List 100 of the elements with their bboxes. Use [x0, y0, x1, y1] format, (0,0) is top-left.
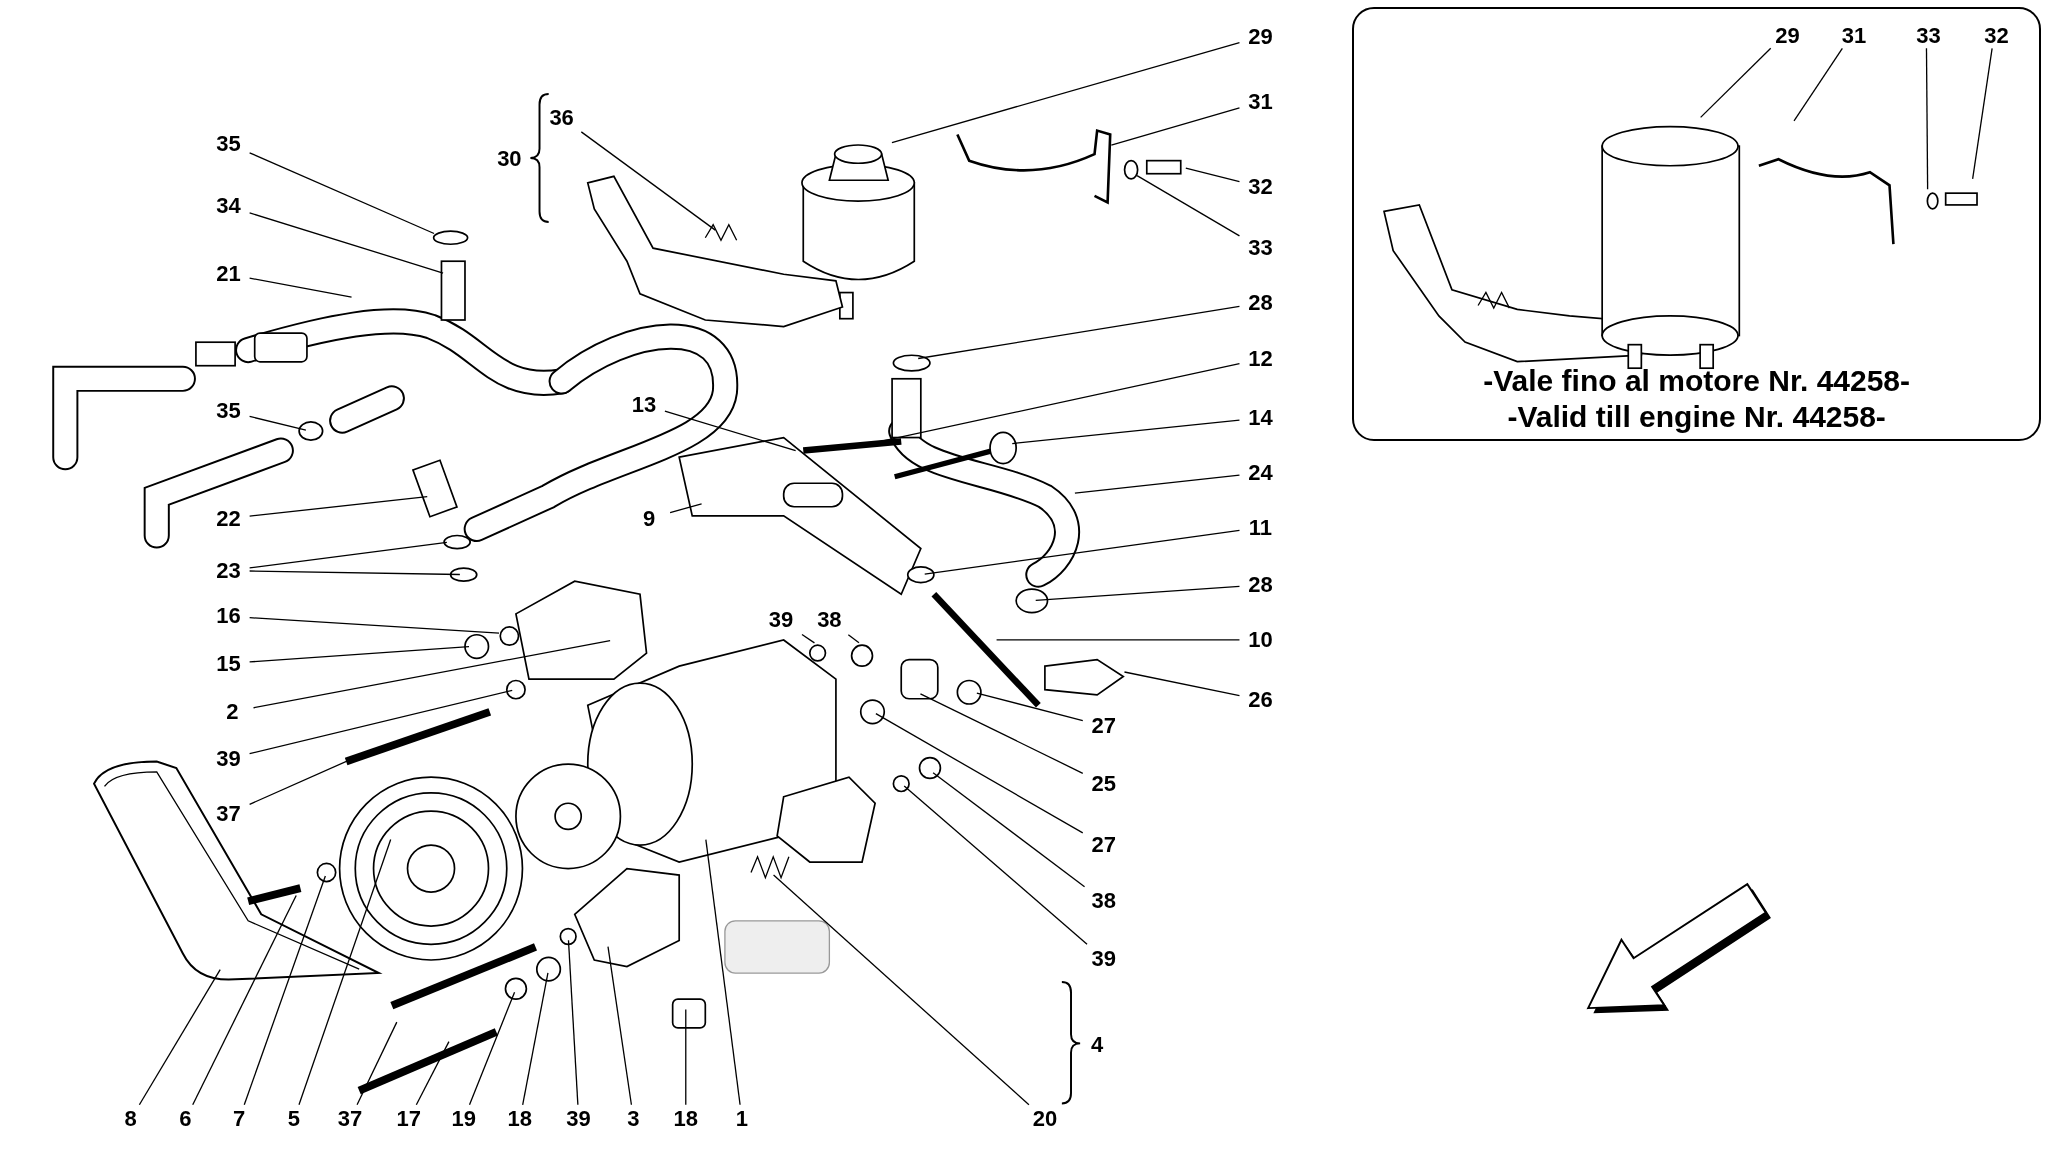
leader-line — [248, 541, 448, 569]
leader-line — [995, 639, 1241, 641]
callout-number: 27 — [1082, 830, 1125, 860]
leader-line — [248, 152, 435, 235]
callout-number: 27 — [1082, 711, 1125, 741]
leader-line — [1123, 671, 1241, 697]
leader-line — [1136, 175, 1241, 237]
callout-number: 31 — [1833, 21, 1875, 51]
callout-number: 36 — [540, 103, 583, 132]
leader-line — [917, 305, 1241, 360]
leader-line — [248, 212, 444, 274]
leader-line — [248, 617, 500, 634]
leader-line — [924, 529, 1241, 575]
leader-line — [1035, 585, 1241, 602]
callout-number: 33 — [1907, 21, 1950, 51]
callout-number: 17 — [387, 1104, 430, 1134]
leader-line — [772, 874, 1030, 1106]
leader-line — [1185, 167, 1241, 183]
callout-number: 18 — [498, 1104, 541, 1134]
leader-line — [243, 875, 326, 1106]
leader-line — [1110, 107, 1241, 146]
callout-number: 32 — [1975, 21, 2018, 51]
leader-line — [138, 969, 221, 1106]
callout-number: 25 — [1082, 769, 1125, 799]
callout-number: 32 — [1239, 172, 1282, 202]
inset-panel — [1351, 6, 2042, 442]
callout-number: 9 — [628, 504, 670, 533]
callout-number: 5 — [272, 1104, 315, 1134]
validity-note: -Valid till engine Nr. 44258- — [1507, 399, 1886, 436]
callout-number: 28 — [1239, 570, 1282, 600]
callout-number: 19 — [442, 1104, 485, 1134]
callout-number: 7 — [218, 1104, 260, 1134]
callout-number: 1 — [720, 1104, 763, 1134]
power-steering-pump-drawing — [52, 129, 1182, 1095]
leader-line — [705, 839, 741, 1106]
leader-line — [567, 939, 579, 1106]
leader-line — [248, 689, 513, 755]
callout-number: 12 — [1239, 344, 1282, 374]
callout-number: 21 — [207, 259, 250, 289]
leader-line — [875, 713, 1084, 834]
callout-number: 29 — [1239, 22, 1282, 51]
callout-number: 22 — [207, 504, 250, 533]
leader-line — [1699, 47, 1772, 119]
callout-number: 38 — [1082, 886, 1125, 916]
leader-line — [248, 570, 461, 576]
callout-number: 18 — [664, 1104, 707, 1134]
leader-line — [298, 838, 392, 1106]
callout-number: 35 — [207, 397, 250, 426]
callout-number: 29 — [1766, 21, 1809, 51]
leader-line — [1972, 47, 1993, 180]
leader-line — [468, 991, 516, 1106]
callout-number: 24 — [1239, 458, 1282, 488]
callout-number: 34 — [207, 192, 250, 221]
leader-line — [976, 692, 1084, 722]
callout-number: 39 — [1082, 944, 1125, 974]
reservoir-drawing — [1382, 125, 1978, 369]
callout-number: 2 — [211, 697, 254, 727]
leader-line — [580, 131, 716, 231]
leader-line — [192, 894, 297, 1106]
leader-line — [891, 41, 1241, 144]
callout-number: 8 — [109, 1104, 152, 1134]
leader-line — [248, 496, 428, 517]
callout-number: 37 — [207, 799, 250, 829]
callout-number: 39 — [557, 1104, 600, 1134]
callout-number: 4 — [1091, 1033, 1104, 1056]
leader-line — [607, 946, 633, 1106]
leader-line — [932, 772, 1086, 888]
leader-line — [415, 1041, 450, 1106]
leader-line — [919, 693, 1084, 774]
leader-line — [356, 1021, 398, 1106]
callout-number: 14 — [1239, 403, 1282, 433]
callout-number: 6 — [164, 1104, 207, 1134]
leader-line — [685, 1008, 687, 1106]
callout-number: 28 — [1239, 288, 1282, 318]
callout-number: 38 — [808, 606, 851, 635]
leader-line — [664, 410, 797, 452]
callout-number: 23 — [207, 556, 250, 586]
callout-number: 39 — [760, 606, 802, 635]
leader-line — [248, 277, 353, 298]
leader-line — [1793, 47, 1843, 122]
callout-number: 26 — [1239, 685, 1282, 715]
callout-number: 30 — [497, 148, 522, 171]
leader-line — [252, 639, 611, 709]
leader-line — [801, 633, 816, 644]
callout-number: 33 — [1239, 233, 1282, 263]
callout-number: 37 — [329, 1104, 371, 1134]
callout-number: 13 — [623, 390, 665, 420]
leader-line — [903, 785, 1088, 945]
leader-line — [669, 503, 703, 514]
leader-line — [1074, 474, 1241, 494]
callout-number: 31 — [1239, 87, 1282, 117]
callout-number: 20 — [1024, 1104, 1066, 1134]
callout-number: 3 — [612, 1104, 655, 1134]
callout-number: 16 — [207, 602, 250, 631]
leader-line — [1925, 47, 1929, 190]
validity-note: -Vale fino al motore Nr. 44258- — [1483, 363, 1911, 400]
leader-line — [1011, 419, 1241, 445]
callout-number: 11 — [1239, 513, 1282, 543]
leader-line — [847, 634, 860, 644]
leader-line — [248, 415, 307, 431]
